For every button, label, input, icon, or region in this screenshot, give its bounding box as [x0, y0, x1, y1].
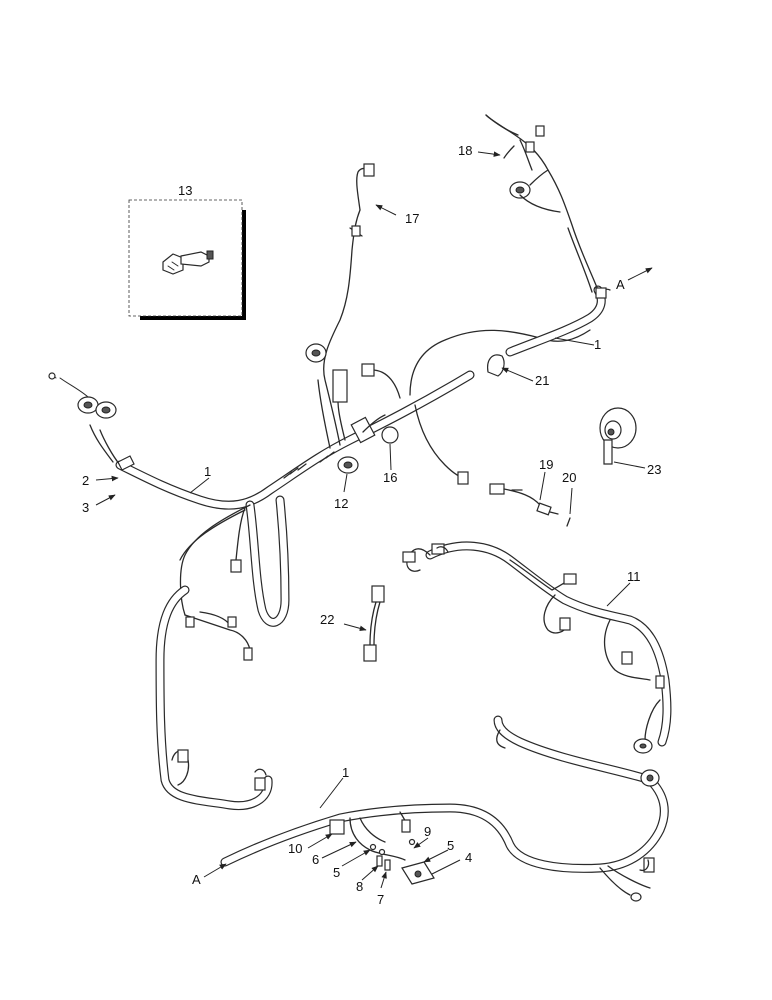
callout-12: 12 [334, 496, 348, 511]
callout-16: 16 [383, 470, 397, 485]
callout-3: 3 [82, 500, 89, 515]
main-harness-1 [48, 163, 591, 811]
inset-box-13 [128, 199, 246, 320]
callout-19: 19 [539, 457, 553, 472]
callout-1-lower: 1 [342, 765, 349, 780]
callout-5-right: 5 [447, 838, 454, 853]
callout-13: 13 [178, 183, 192, 198]
harness-11 [402, 541, 672, 754]
callout-8: 8 [356, 879, 363, 894]
callout-layer: 13 17 18 A 1 21 1 2 3 12 16 19 2 [82, 143, 661, 907]
connector-22 [363, 585, 385, 662]
wire-part-20 [566, 517, 571, 527]
upper-right-harness [485, 114, 611, 377]
ref-A-bottom: A [192, 872, 201, 887]
plug-16 [381, 426, 399, 444]
callout-23: 23 [647, 462, 661, 477]
callout-22: 22 [320, 612, 334, 627]
callout-20: 20 [562, 470, 576, 485]
sensor-part-13 [162, 250, 214, 275]
callout-1-left: 1 [204, 464, 211, 479]
horn-23 [599, 407, 637, 465]
callout-10: 10 [288, 841, 302, 856]
ref-A-top: A [616, 277, 625, 292]
callout-11: 11 [627, 569, 641, 584]
callout-7: 7 [377, 892, 384, 907]
callout-21: 21 [535, 373, 549, 388]
relay-10 [329, 819, 345, 835]
callout-6: 6 [312, 852, 319, 867]
callout-5-left: 5 [333, 865, 340, 880]
callout-18: 18 [458, 143, 472, 158]
callout-1-upper: 1 [594, 337, 601, 352]
callout-2: 2 [82, 473, 89, 488]
lower-harness-1 [220, 715, 669, 902]
callout-9: 9 [424, 824, 431, 839]
callout-17: 17 [405, 211, 419, 226]
sensor-assembly-19 [489, 483, 559, 516]
callout-4: 4 [465, 850, 472, 865]
clip-21 [487, 354, 505, 377]
